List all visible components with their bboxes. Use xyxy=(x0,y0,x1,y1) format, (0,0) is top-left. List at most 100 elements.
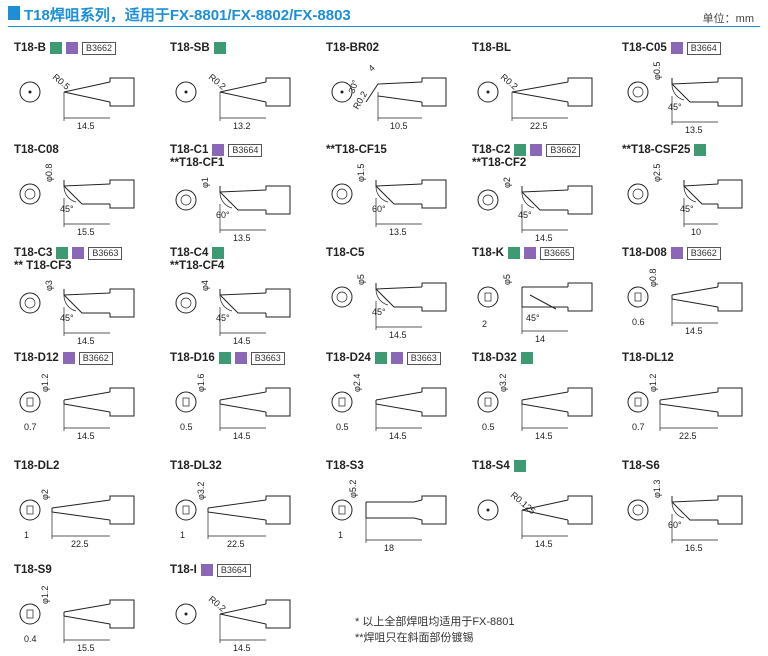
length-dim: 14.5 xyxy=(233,643,251,653)
part-code: B3663 xyxy=(250,351,285,365)
end-view-face xyxy=(336,188,348,200)
tip-model: T18-D08 xyxy=(622,247,667,259)
length-dim: 14.5 xyxy=(233,336,251,346)
tip-model: T18-C08 xyxy=(14,144,59,156)
tip-diagram: φ0.545°13.5 xyxy=(627,62,743,135)
blade-width-label: 2 xyxy=(482,319,487,329)
length-dim: 14.5 xyxy=(535,233,553,243)
part-code: B3662 xyxy=(78,351,113,365)
tip-barrel xyxy=(265,495,291,525)
tip-barrel xyxy=(109,495,135,525)
tip-profile xyxy=(63,289,111,314)
end-view-outer xyxy=(175,391,197,413)
purple-swatch xyxy=(234,352,247,364)
tip-diagram: 430°R0.210.5 xyxy=(331,63,447,131)
end-view-face xyxy=(632,86,644,98)
tip-sub-model: **T18-CF4 xyxy=(170,260,225,272)
angle-arc xyxy=(219,294,233,312)
tip-diagram: φ1.360°16.5 xyxy=(627,480,743,553)
end-view-outer xyxy=(331,183,353,205)
tip-heading: T18-C4 xyxy=(170,245,225,261)
tip-heading: T18-BR02 xyxy=(326,40,379,56)
length-dim: 14.5 xyxy=(233,431,251,441)
tip-profile xyxy=(219,603,267,625)
tip-profile xyxy=(219,391,267,413)
blade-width-label: 1 xyxy=(180,530,185,540)
length-dim: 15.5 xyxy=(77,227,95,237)
end-view-chisel xyxy=(484,292,492,302)
tip-profile xyxy=(521,391,569,413)
tip-barrel xyxy=(109,288,135,318)
diameter-label: φ2.5 xyxy=(652,164,662,182)
end-view-face xyxy=(482,194,494,206)
diameter-label: φ1 xyxy=(200,177,210,188)
diameter-label: φ1.2 xyxy=(648,374,658,392)
tip-model: T18-BL xyxy=(472,42,511,54)
angle-arc xyxy=(375,185,389,203)
length-dim: 14.5 xyxy=(77,336,95,346)
tip-profile xyxy=(63,81,111,103)
end-view-outer xyxy=(19,292,41,314)
tip-diagram: φ1.560°13.5 xyxy=(331,164,447,237)
angle-arc xyxy=(219,191,233,209)
tip-barrel xyxy=(265,387,291,417)
tip-diagram: φ1.20.415.5 xyxy=(19,586,135,653)
tip-profile xyxy=(219,289,267,314)
tip-heading: T18-SB xyxy=(170,40,226,56)
length-dim: 14.5 xyxy=(685,326,703,336)
angle-arc xyxy=(671,83,685,101)
part-code: B3662 xyxy=(686,246,721,260)
end-view-outer xyxy=(331,286,353,308)
length-dim: 14.5 xyxy=(535,431,553,441)
length-dim: 18 xyxy=(384,543,394,553)
tip-profile xyxy=(521,499,569,521)
tip-barrel xyxy=(421,179,447,209)
tip-heading: T18-D32 xyxy=(472,350,533,366)
tip-heading: T18-C5 xyxy=(326,245,364,261)
tip-diagram: R0.214.5 xyxy=(175,594,291,653)
end-view-face xyxy=(180,194,192,206)
tip-heading: T18-S6 xyxy=(622,458,660,474)
tip-barrel xyxy=(265,599,291,629)
end-view-outer xyxy=(477,391,499,413)
tip-heading: **T18-CSF25 xyxy=(622,142,707,158)
tip-profile xyxy=(521,186,569,211)
part-code: B3663 xyxy=(406,351,441,365)
angle-arc xyxy=(63,185,77,203)
radius-label: R0.2 xyxy=(499,72,520,92)
end-view-chisel xyxy=(634,397,642,407)
end-view-point xyxy=(28,90,32,94)
tip-profile xyxy=(63,603,111,625)
tip-barrel xyxy=(567,495,593,525)
angle-label: 45° xyxy=(668,102,682,112)
length-dim: 22.5 xyxy=(71,539,89,549)
green-swatch xyxy=(218,352,231,364)
end-view-outer xyxy=(19,183,41,205)
end-view-outer xyxy=(19,81,41,103)
end-view-outer xyxy=(175,189,197,211)
end-view-chisel xyxy=(338,505,346,515)
end-view-chisel xyxy=(484,397,492,407)
tip-model: T18-SB xyxy=(170,42,210,54)
tip-diagram: φ2.40.514.5 xyxy=(331,374,447,441)
green-swatch xyxy=(514,144,527,156)
end-view-outer xyxy=(175,292,197,314)
tip-barrel xyxy=(567,185,593,215)
length-dim: 10 xyxy=(691,227,701,237)
tip-model: T18-S3 xyxy=(326,460,364,472)
end-view-point xyxy=(340,90,344,94)
diameter-label: φ3.2 xyxy=(498,374,508,392)
blade-width-label: 0.7 xyxy=(632,422,645,432)
end-view-chisel xyxy=(182,505,190,515)
